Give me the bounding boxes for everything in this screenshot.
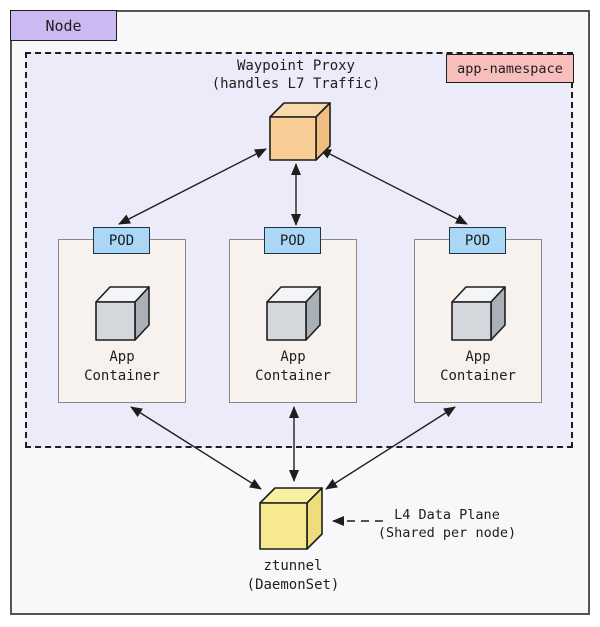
- app-container-label-3: App Container: [440, 349, 516, 384]
- pod-label-1-text: POD: [108, 232, 135, 249]
- pod-label-3-text: POD: [464, 232, 491, 249]
- ztunnel-label: ztunnel (DaemonSet): [246, 558, 340, 593]
- app-namespace-label-text: app-namespace: [457, 60, 563, 77]
- node-label: Node: [10, 10, 117, 41]
- l4-data-plane-annotation: L4 Data Plane (Shared per node): [377, 507, 517, 541]
- waypoint-proxy-label: Waypoint Proxy (handles L7 Traffic): [211, 58, 381, 92]
- pod-label-2: POD: [264, 227, 321, 254]
- pod-label-1: POD: [93, 227, 150, 254]
- app-container-label-1: App Container: [84, 349, 160, 384]
- node-label-text: Node: [45, 16, 82, 35]
- app-container-label-2: App Container: [255, 349, 331, 384]
- pod-label-3: POD: [449, 227, 506, 254]
- app-namespace-label: app-namespace: [446, 54, 574, 83]
- pod-label-2-text: POD: [279, 232, 306, 249]
